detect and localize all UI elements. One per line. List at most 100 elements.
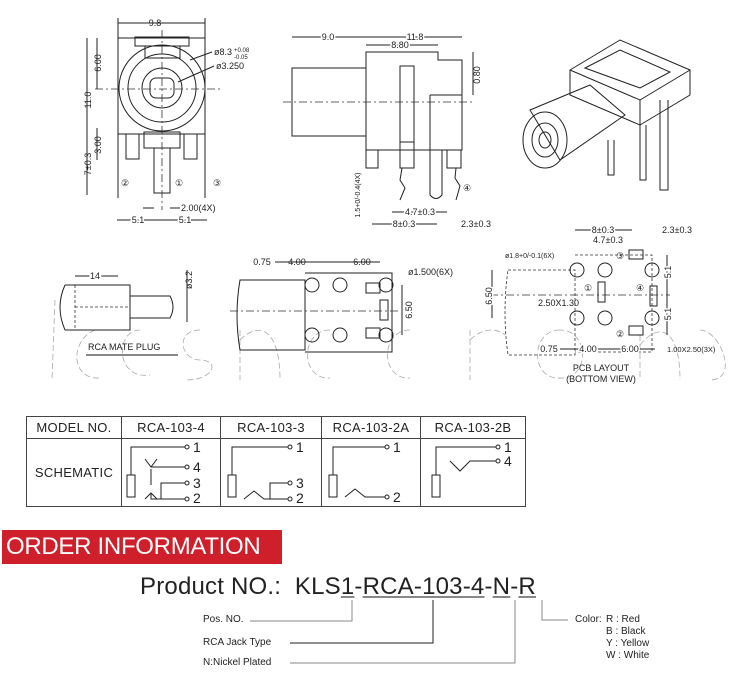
terminal-number: 4 xyxy=(504,453,512,469)
dim-width: 9.8 xyxy=(149,18,162,28)
model-name: RCA-103-2B xyxy=(420,416,526,439)
mate-plug-label: RCA MATE PLUG xyxy=(88,342,160,352)
color-option: R : Red xyxy=(606,614,640,625)
technical-drawings: 9.8 11.0 6.00 3.00 7±0.3 ø8.3 +0.08 -0.0… xyxy=(51,18,726,385)
model-name: RCA-103-2A xyxy=(321,416,421,439)
row-label: SCHEMATIC xyxy=(26,438,122,507)
dia-outer-tol-plus: +0.08 xyxy=(234,48,250,54)
model-name: RCA-103-3 xyxy=(220,416,322,439)
pin-label: ① xyxy=(175,178,183,188)
plating-label: N:Nickel Plated xyxy=(203,657,272,668)
color-option: W : White xyxy=(606,650,650,661)
part-color: R xyxy=(518,573,536,600)
pcb-pin: ① xyxy=(584,283,592,293)
dim-upper: 6.00 xyxy=(93,54,103,72)
schematic-cell: 1 2 xyxy=(321,438,421,507)
plug-dia: ø3.2 xyxy=(184,271,194,289)
pcb-d47: 4.7±0.3 xyxy=(593,235,623,245)
schematic-rca-103-2a: 1 2 xyxy=(328,439,401,505)
schematic-rca-103-2b: 1 4 xyxy=(431,439,512,498)
pcb-height: 6.50 xyxy=(484,287,494,305)
dia-outer: ø8.3 xyxy=(214,47,232,57)
order-information-banner: ORDER INFORMATION xyxy=(2,530,282,564)
pcb-v1: 5.1 xyxy=(663,266,673,279)
part-plating: N xyxy=(492,573,511,600)
schematic-cell: 1 3 2 xyxy=(220,438,322,507)
part-pos-no: 1 xyxy=(340,573,355,600)
dim-height: 11.0 xyxy=(83,92,93,109)
pin-label: ③ xyxy=(213,178,221,188)
terminal-number: 2 xyxy=(193,490,201,503)
dim-pin-len: 1.5+0/-0.4(4X) xyxy=(355,173,362,218)
separator: - xyxy=(354,573,363,600)
front-view: 9.8 11.0 6.00 3.00 7±0.3 ø8.3 +0.08 -0.0… xyxy=(83,18,250,227)
pcb-b1: 0.75 xyxy=(540,344,558,354)
pin-label: ② xyxy=(121,178,129,188)
mate-plug: 14 ø3.2 RCA MATE PLUG xyxy=(59,270,194,356)
pcb-pin: ④ xyxy=(636,283,644,293)
pcb-b3: 6.00 xyxy=(621,344,639,354)
pcb-slots: 1.00X2.50(3X) xyxy=(667,345,716,354)
pcb-v2: 5.1 xyxy=(663,308,673,321)
pcb-pin: ③ xyxy=(616,251,624,261)
schematic-cell: 1 4 xyxy=(420,438,526,507)
separator: - xyxy=(510,573,519,600)
dia-outer-tol-minus: -0.05 xyxy=(234,55,248,61)
pitch-right: 5.1 xyxy=(179,215,192,225)
dim-top: 0.80 xyxy=(472,66,482,84)
terminal-number: 1 xyxy=(504,439,512,455)
terminal-number: 2 xyxy=(393,489,401,503)
jack-type-label: RCA Jack Type xyxy=(203,637,272,648)
pcb-holes: ø1.8+0/-0.1(6X) xyxy=(505,253,554,260)
bottom-view: 0.75 4.00 6.00 ø1.500(6X) 6.50 xyxy=(230,257,453,353)
dim-c: 2.3±0.3 xyxy=(461,219,491,229)
dim-a: 4.7±0.3 xyxy=(405,207,435,217)
model-schematic-table: MODEL NO. RCA-103-4 RCA-103-3 RCA-103-2A… xyxy=(26,416,526,507)
side-view: 9.0 11.8 8.80 0.80 1.5+0/-0.4(4X) ④ 4.7±… xyxy=(283,31,491,231)
schematic-rca-103-4: 1 4 3 2 xyxy=(126,439,201,506)
pcb-layout: 8±0.3 4.7±0.3 2.3±0.3 ø1.8+0/-0.1(6X) ③ … xyxy=(483,224,716,385)
pin-label: ④ xyxy=(463,183,471,193)
part-series: KLS xyxy=(294,573,341,600)
product-number: Product NO.: KLS1-RCA-103-4-N-R xyxy=(140,573,536,601)
bottom-height: 6.50 xyxy=(404,301,414,319)
pin-width: 2.00(4X) xyxy=(181,203,216,213)
header-label: MODEL NO. xyxy=(26,416,122,439)
part-jack-type: RCA-103-4 xyxy=(362,573,485,600)
bottom-d1: 0.75 xyxy=(253,257,271,267)
pcb-d8: 8±0.3 xyxy=(592,225,614,235)
schematic-rca-103-3: 1 3 2 xyxy=(227,439,304,506)
dia-inner: ø3.250 xyxy=(216,61,244,71)
pcb-pad: 2.50X1.30 xyxy=(538,298,579,308)
pcb-subtitle: (BOTTOM VIEW) xyxy=(566,374,636,384)
terminal-number: 1 xyxy=(393,439,401,455)
product-prefix: Product NO.: xyxy=(140,573,282,600)
pcb-pin: ② xyxy=(616,329,624,339)
order-leader-lines xyxy=(250,600,568,664)
plug-length: 14 xyxy=(90,271,100,281)
pcb-b2: 4.00 xyxy=(579,344,597,354)
terminal-number: 3 xyxy=(296,475,304,491)
dim-b: 8±0.3 xyxy=(393,219,415,229)
color-option: Y : Yellow xyxy=(606,638,650,649)
terminal-number: 2 xyxy=(296,490,304,503)
terminal-number: 1 xyxy=(296,439,304,455)
terminal-number: 3 xyxy=(193,475,201,491)
dim-lower: 3.00 xyxy=(93,136,103,154)
dim-plug: 9.0 xyxy=(322,32,335,42)
color-label: Color: xyxy=(575,614,602,625)
dim-total: 11.8 xyxy=(407,32,424,42)
dim-body: 8.80 xyxy=(391,40,409,50)
separator: - xyxy=(484,573,493,600)
jack-3d-illustration xyxy=(522,39,691,191)
pcb-title: PCB LAYOUT xyxy=(573,363,630,373)
pitch-left: 5.1 xyxy=(132,215,145,225)
schematic-cell: 1 4 3 2 xyxy=(121,438,221,507)
model-name: RCA-103-4 xyxy=(121,416,221,439)
terminal-number: 4 xyxy=(193,459,201,475)
pcb-d23: 2.3±0.3 xyxy=(662,225,692,235)
color-option: B : Black xyxy=(606,626,646,637)
dim-pin: 7±0.3 xyxy=(83,153,93,175)
pos-no-label: Pos. NO. xyxy=(203,614,244,625)
bottom-holes: ø1.500(6X) xyxy=(408,267,453,277)
